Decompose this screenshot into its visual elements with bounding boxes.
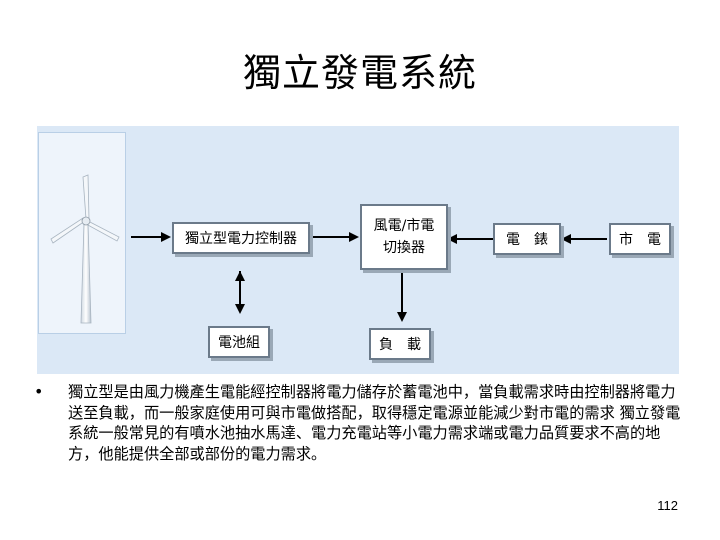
- system-diagram: 獨立型電力控制器 風電/市電 切換器 電 錶 市 電 電池組 負 載: [37, 126, 679, 374]
- wind-turbine-panel: [38, 132, 126, 334]
- page-number: 112: [657, 498, 678, 513]
- grid-label: 市 電: [619, 232, 661, 248]
- bullet-text: 獨立型是由風力機產生電能經控制器將電力儲存於蓄電池中，當負載需求時由控制器將電力…: [68, 383, 681, 463]
- switch-label-line2: 切換器: [383, 240, 425, 256]
- load-label: 負 載: [379, 337, 421, 353]
- load-box: 負 載: [369, 328, 431, 360]
- wind-turbine-icon: [50, 174, 120, 324]
- battery-box: 電池組: [208, 326, 270, 358]
- controller-box: 獨立型電力控制器: [172, 222, 310, 254]
- controller-label: 獨立型電力控制器: [185, 231, 297, 247]
- connector-arrows: [131, 232, 607, 322]
- switch-box: 風電/市電 切換器: [360, 204, 448, 270]
- battery-label: 電池組: [218, 335, 260, 351]
- slide-title: 獨立發電系統: [242, 51, 477, 95]
- bullet-icon: •: [34, 382, 44, 401]
- switch-label-line1: 風電/市電: [373, 218, 435, 234]
- grid-box: 市 電: [609, 223, 671, 255]
- meter-label: 電 錶: [506, 232, 548, 248]
- meter-box: 電 錶: [493, 223, 561, 255]
